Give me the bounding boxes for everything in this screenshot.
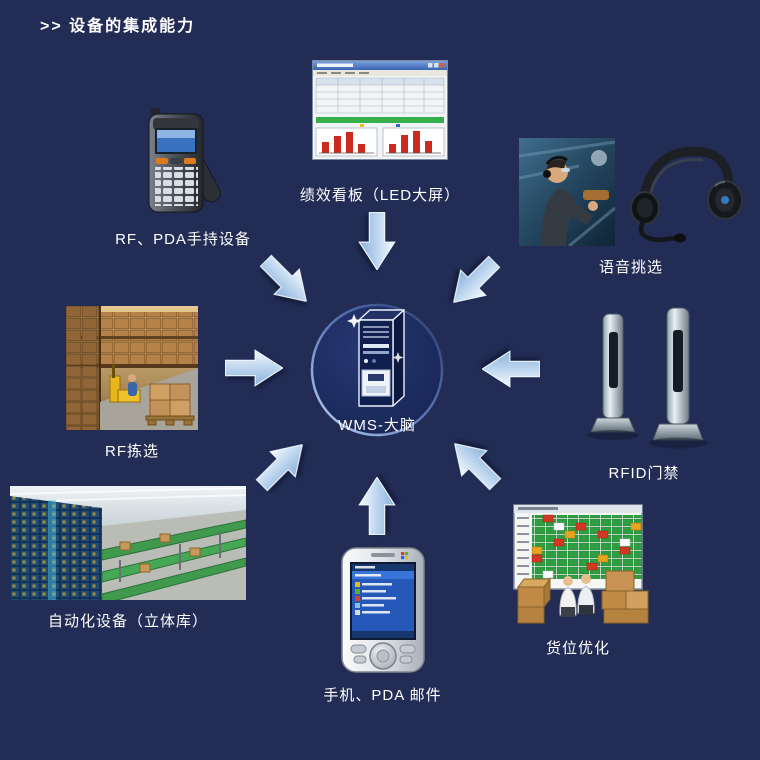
node-label: RF、PDA手持设备 xyxy=(115,231,251,248)
windows-logo-icon xyxy=(400,552,408,560)
node-mobile-pda-mail: 手机、PDA 邮件 xyxy=(323,546,441,705)
warehouse-picking-photo xyxy=(66,306,198,430)
node-rf-pda-handheld: RF、PDA手持设备 xyxy=(103,108,263,249)
node-label: 手机、PDA 邮件 xyxy=(323,687,442,704)
node-label: 货位优化 xyxy=(545,640,610,657)
node-label: RFID门禁 xyxy=(608,465,680,482)
rfid-gates-image xyxy=(587,307,707,449)
node-label: 语音挑选 xyxy=(598,259,663,276)
worker-photo xyxy=(519,138,615,246)
dashboard-window-image xyxy=(312,60,448,160)
wms-server-icon xyxy=(310,303,444,437)
node-led-dashboard: 绩效看板（LED大屏） xyxy=(300,60,459,205)
voice-picking-images xyxy=(519,138,743,246)
node-rfid-gate: RFID门禁 xyxy=(570,306,718,483)
node-automated-asrs: 自动化设备（立体库） xyxy=(8,486,248,631)
node-label: RF拣选 xyxy=(105,443,159,460)
headset-image xyxy=(630,146,743,243)
pda-phone-image xyxy=(340,547,425,673)
arrow-dashboard-to-wms xyxy=(356,212,398,270)
asrs-warehouse-photo xyxy=(10,486,246,600)
arrow-pda-to-wms xyxy=(356,477,398,535)
handheld-scanner-image xyxy=(148,108,221,213)
wms-hub: WMS-大脑 xyxy=(302,298,452,448)
slotting-board-image xyxy=(513,504,649,624)
node-rf-picking: RF拣选 xyxy=(62,306,202,461)
arrow-rfpicking-to-wms xyxy=(225,347,283,389)
hub-label: WMS-大脑 xyxy=(338,417,416,434)
node-voice-picking: 语音挑选 xyxy=(515,138,747,277)
arrow-rfid-to-wms xyxy=(482,348,540,390)
page-title: >> 设备的集成能力 xyxy=(40,18,196,35)
node-label: 绩效看板（LED大屏） xyxy=(299,187,461,204)
node-slot-optimization: 货位优化 xyxy=(498,503,658,658)
node-label: 自动化设备（立体库） xyxy=(47,613,208,630)
